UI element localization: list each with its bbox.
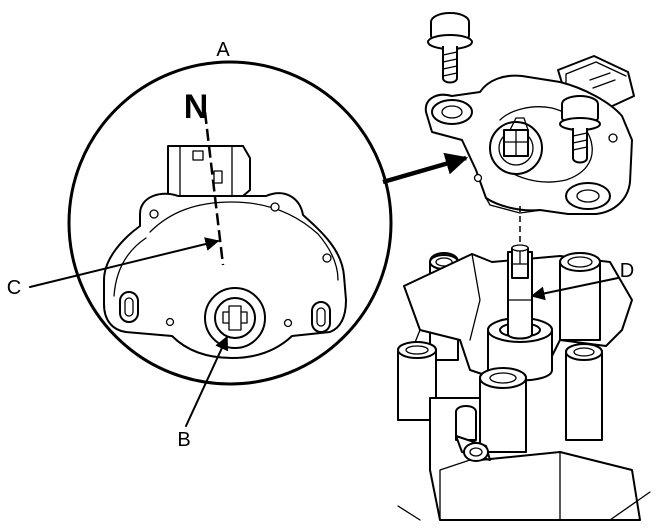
detail-view-a	[67, 60, 393, 386]
callout-a: A	[216, 39, 230, 61]
callout-c: C	[7, 277, 21, 299]
bolt-upper	[427, 12, 473, 84]
bolt-lower	[559, 95, 601, 164]
callout-n: N	[184, 88, 209, 126]
neutral-position-switch	[103, 192, 347, 359]
callout-d: D	[620, 260, 634, 282]
leader-arrow-b	[185, 335, 229, 427]
leader-arrow-d	[530, 277, 619, 301]
transmission-case	[397, 244, 651, 521]
neutral-index-line	[203, 111, 225, 266]
callout-b: B	[177, 429, 190, 451]
detail-pointer-arrow	[382, 152, 469, 185]
leader-arrow-c	[29, 237, 220, 288]
